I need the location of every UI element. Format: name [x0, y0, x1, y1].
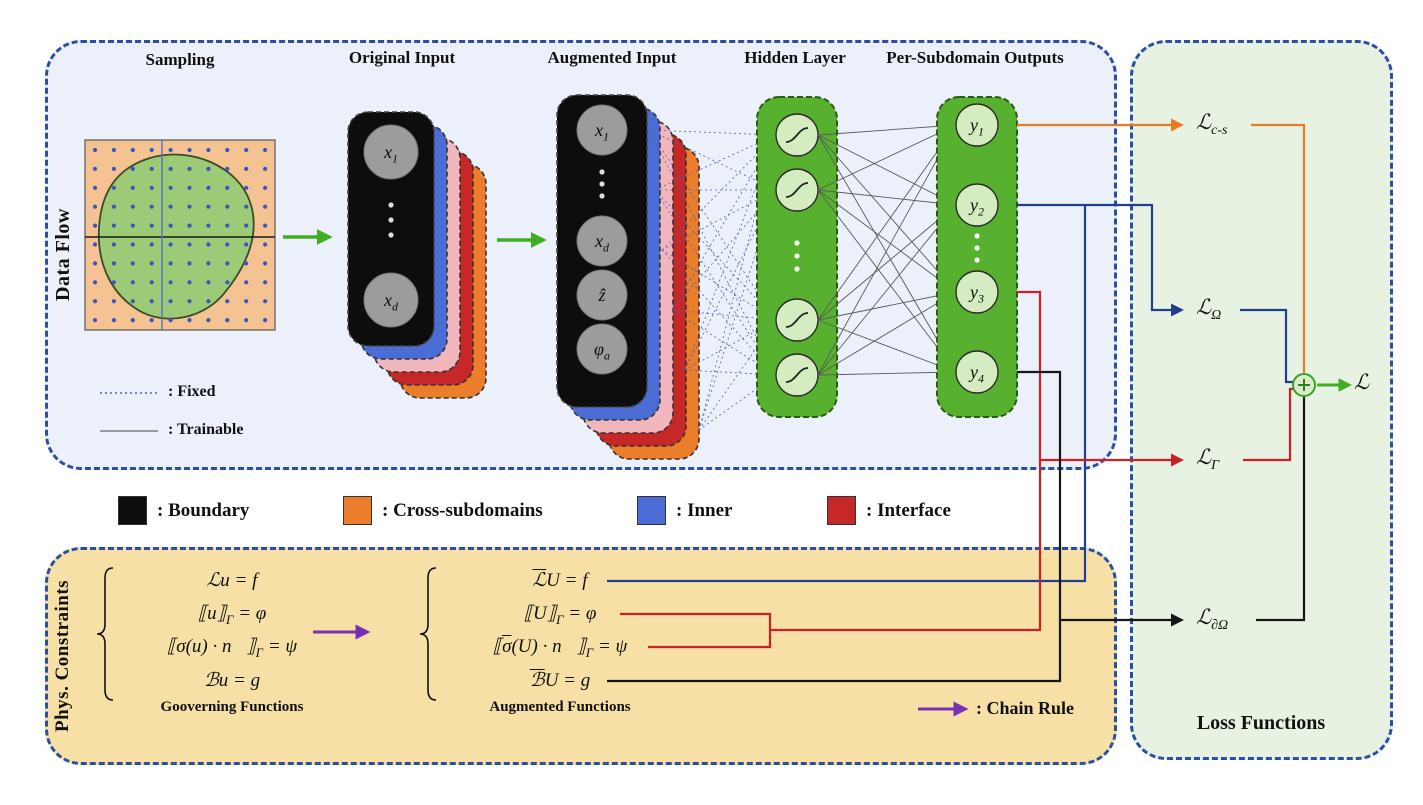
legend-fixed-label: : Fixed — [168, 383, 216, 400]
legend-cross-subdomains: : Cross-subdomains — [343, 496, 543, 525]
gov-eq1: ℒu = f — [206, 570, 258, 591]
column-title-outputs: Per-Subdomain Outputs — [886, 48, 1064, 67]
chain-rule-label: : Chain Rule — [976, 698, 1075, 718]
node-label-orig-xd: xd — [384, 290, 398, 314]
column-title-original-input: Original Input — [348, 48, 456, 67]
aug-eq2: ⟦U⟧Γ = φ — [523, 603, 597, 627]
legend-trainable-label: : Trainable — [168, 421, 244, 438]
aug-eq1: ℒU = f — [532, 570, 588, 591]
node-label-orig-x1: x1 — [384, 142, 398, 166]
gov-eq2: ⟦u⟧Γ = φ — [197, 603, 267, 627]
total-loss-label: ℒ — [1354, 370, 1370, 394]
aug-eq4: ℬU = g — [529, 670, 591, 691]
legend-interface: : Interface — [827, 496, 951, 525]
node-label-y1: y1 — [970, 115, 984, 139]
node-label-y3: y3 — [970, 282, 984, 306]
gov-eq3: ⟦σ(u) · n⃗⟧Γ = ψ — [166, 636, 298, 660]
inner-swatch — [637, 496, 666, 525]
node-label-aug-z: ẑ — [598, 285, 606, 305]
loss-functions-panel — [1130, 40, 1393, 760]
column-title-hidden-layer: Hidden Layer — [744, 48, 846, 67]
legend-inner: : Inner — [637, 496, 732, 525]
node-label-y4: y4 — [970, 362, 984, 386]
phys-constraints-title: Phys. Constraints — [52, 579, 73, 733]
node-label-aug-x1: x1 — [595, 120, 609, 144]
loss-gamma-label: ℒΓ — [1196, 445, 1220, 474]
loss-functions-title: Loss Functions — [1196, 712, 1326, 734]
loss-omega-label: ℒΩ — [1196, 295, 1222, 324]
loss-dboundary-label: ℒ∂Ω — [1196, 605, 1229, 634]
data-flow-title: Data Flow — [52, 208, 74, 302]
node-label-aug-xd: xd — [595, 231, 609, 255]
augmented-caption: Augmented Functions — [489, 699, 631, 715]
cross-subdomains-swatch — [343, 496, 372, 525]
node-label-aug-phi: φa — [594, 339, 610, 363]
aug-eq3: ⟦σ(U) · n⃗⟧Γ = ψ — [492, 636, 628, 660]
governing-caption: Gooverning Functions — [160, 699, 304, 715]
node-label-y2: y2 — [970, 195, 984, 219]
legend-boundary: : Boundary — [118, 496, 249, 525]
boundary-swatch — [118, 496, 147, 525]
column-title-augmented-input: Augmented Input — [547, 48, 677, 67]
column-title-sampling: Sampling — [145, 50, 215, 69]
gov-eq4: ℬu = g — [203, 670, 261, 691]
loss-cs-label: ℒc-s — [1196, 110, 1228, 139]
interface-swatch — [827, 496, 856, 525]
